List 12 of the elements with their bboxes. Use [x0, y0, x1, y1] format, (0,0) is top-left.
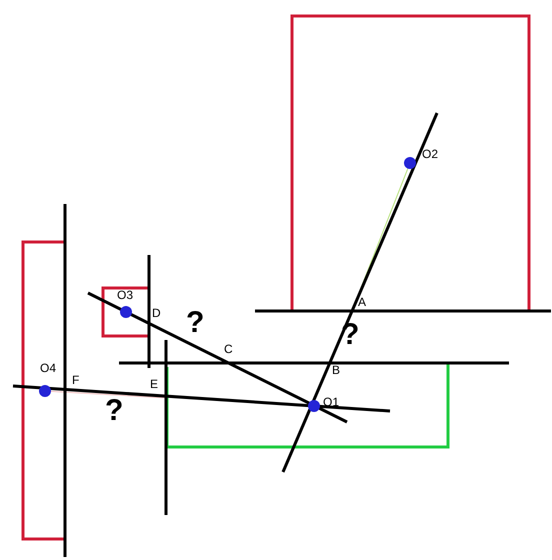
question-mark: ?	[186, 308, 204, 338]
point-label: O3	[117, 289, 134, 301]
point-label: C	[224, 343, 233, 355]
question-mark: ?	[105, 396, 124, 426]
point-label: B	[332, 364, 340, 376]
point-label: E	[150, 378, 158, 390]
point-label: O4	[40, 362, 56, 374]
point-label: D	[152, 307, 161, 319]
point-label: O1	[323, 396, 340, 408]
point-label: O2	[422, 148, 438, 160]
point-label: F	[72, 374, 80, 386]
point-label: A	[358, 296, 366, 308]
